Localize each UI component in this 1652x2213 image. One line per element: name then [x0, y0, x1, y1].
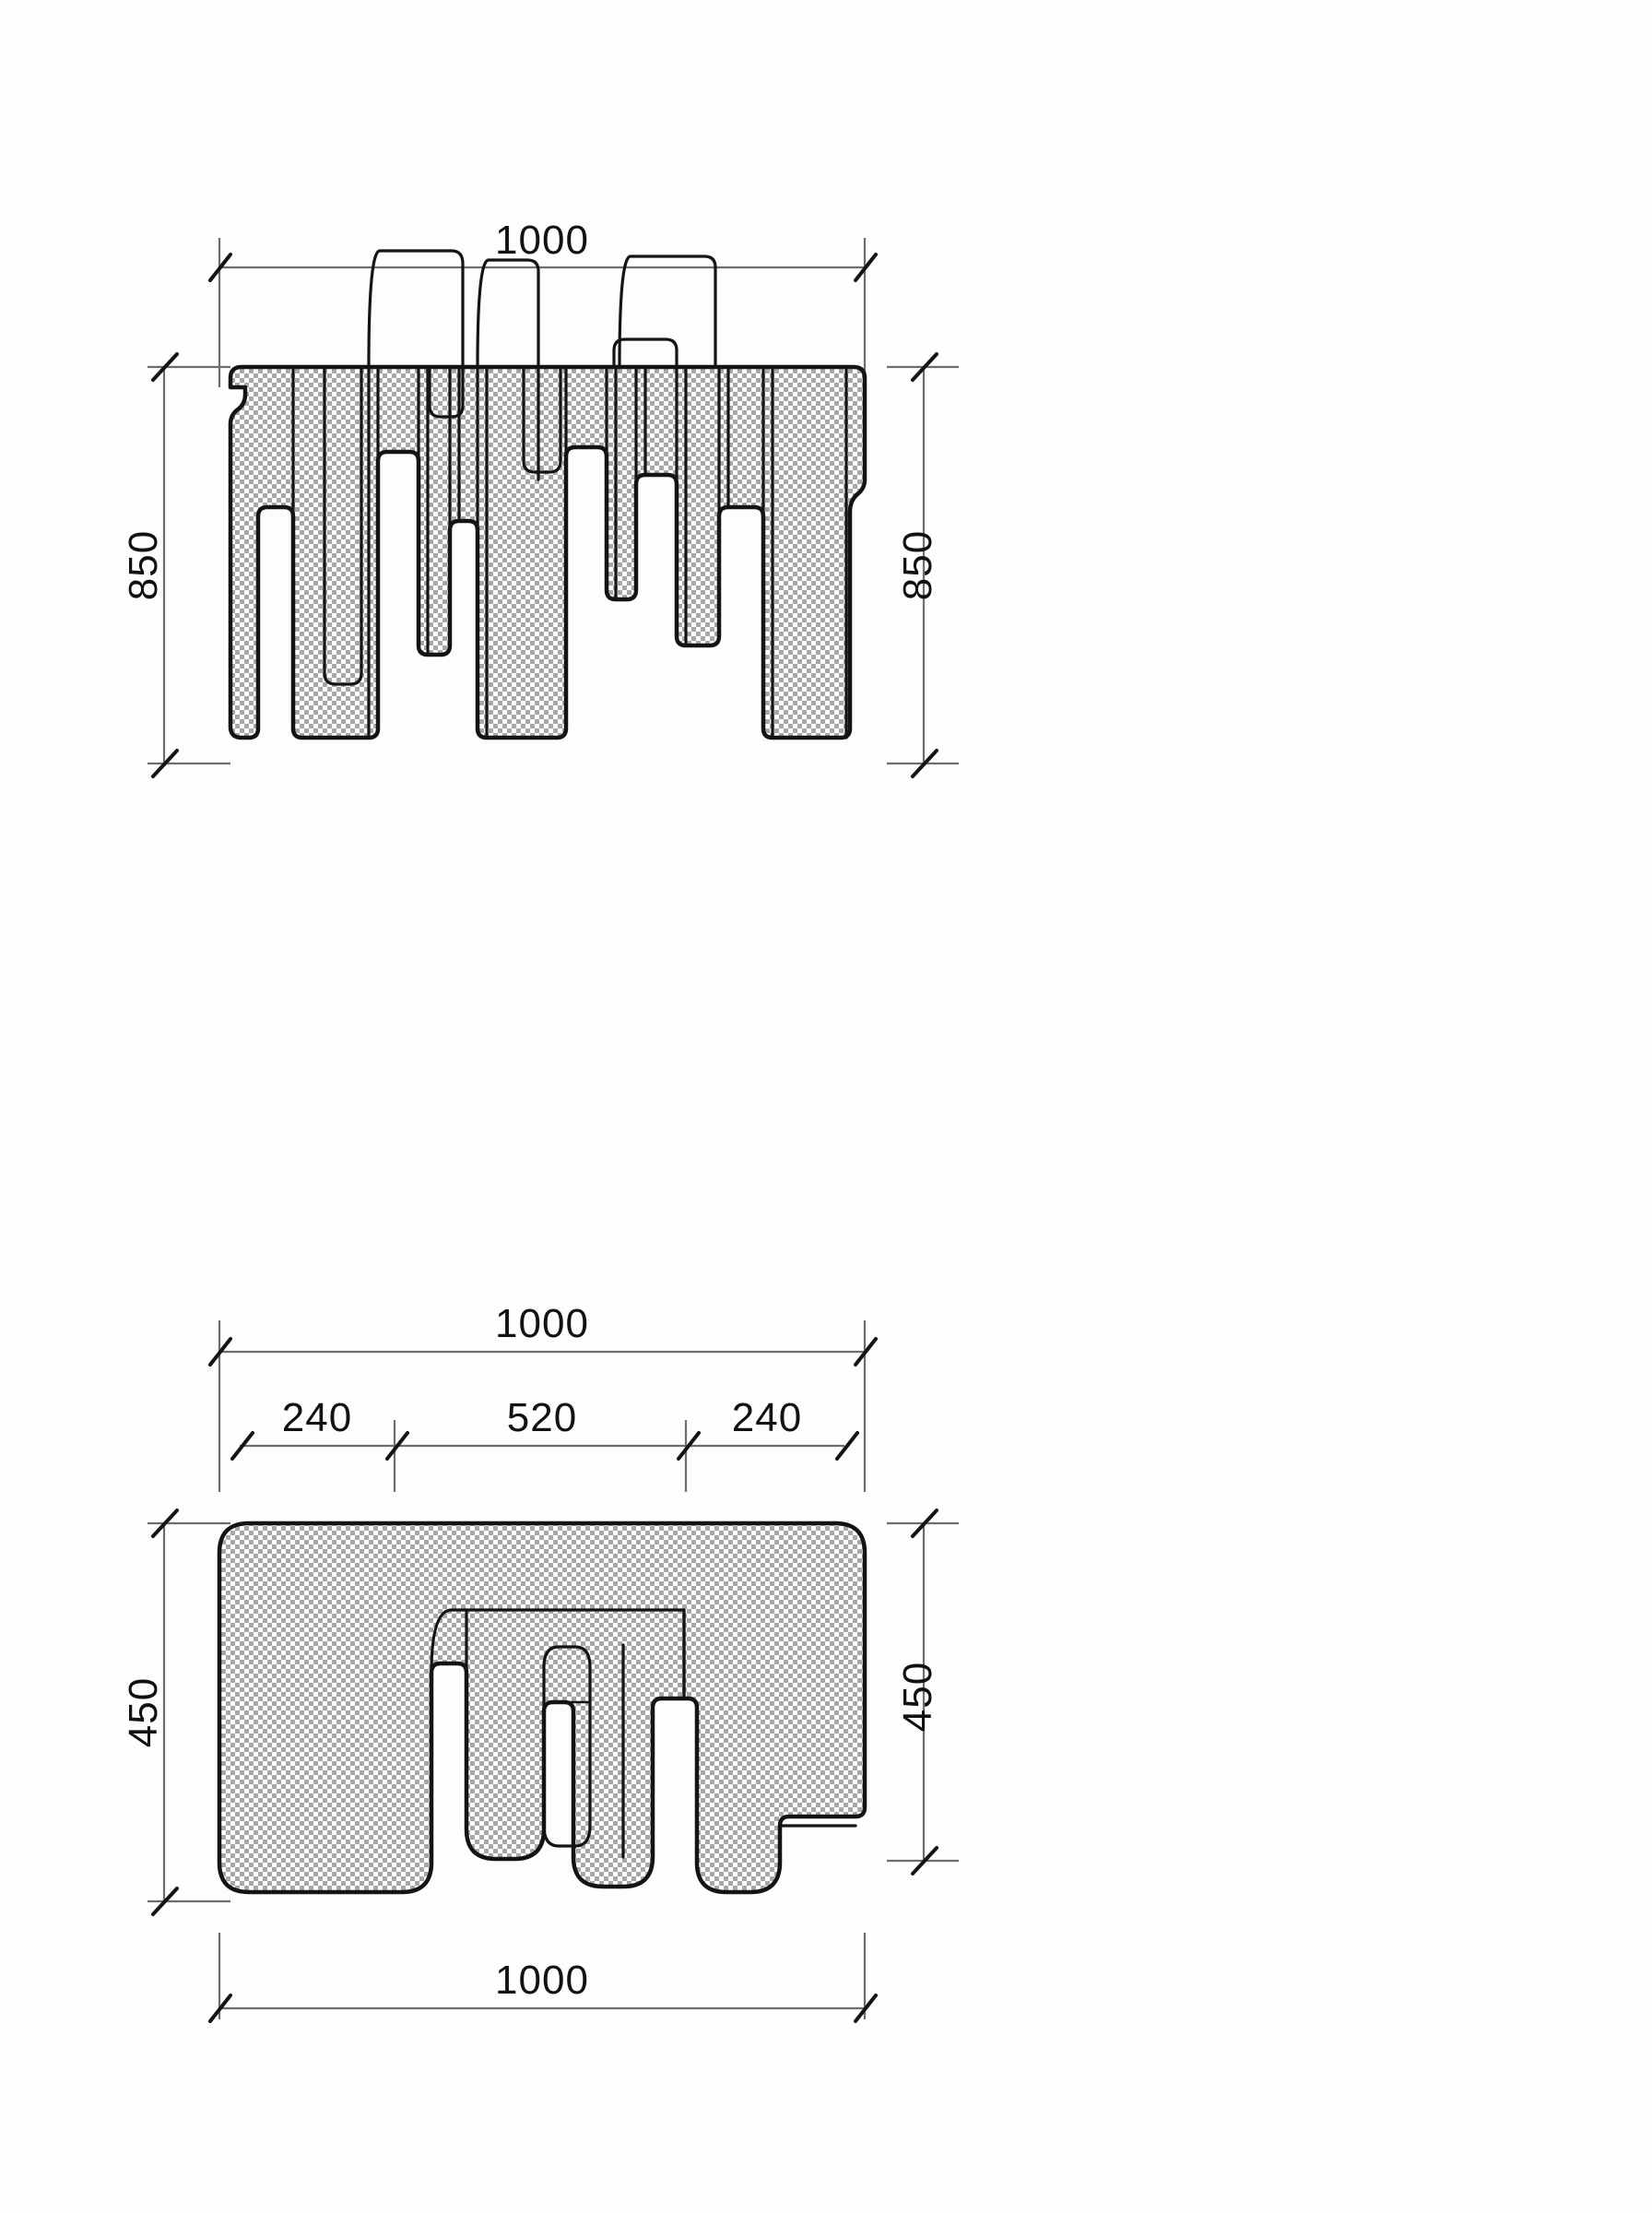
front-elevation-strip-tops	[367, 249, 717, 481]
dim-tick-seg-1	[385, 1431, 409, 1461]
front-elevation-internal-lines	[291, 365, 848, 740]
dim-label-plan-left-height: 450	[121, 1677, 166, 1747]
dim-label-top-width: 1000	[495, 218, 589, 263]
dim-tick-seg-start	[230, 1431, 254, 1461]
front-elevation-view: 1000 850 850	[121, 218, 959, 778]
dim-tick-plan-bottom-left	[208, 1994, 232, 2023]
dim-tick-plan-right-bottom	[911, 1846, 938, 1876]
plan-view-outline	[217, 1521, 867, 1895]
dim-tick-plan-top-left	[208, 1337, 232, 1367]
dim-tick-plan-left-bottom	[151, 1887, 179, 1916]
dim-tick-right-height-bottom	[911, 749, 938, 778]
dim-label-seg-1: 240	[282, 1395, 352, 1440]
dim-label-plan-width-bottom: 1000	[495, 1958, 589, 2003]
dim-label-seg-2: 520	[507, 1395, 577, 1440]
dim-tick-plan-left-top	[151, 1509, 179, 1538]
dim-tick-right-height-top	[911, 352, 938, 382]
dim-tick-left-height-top	[151, 352, 179, 382]
dim-tick-plan-bottom-right	[854, 1994, 878, 2023]
dim-label-plan-right-height: 450	[895, 1662, 940, 1732]
plan-view-internal-lines	[430, 1608, 857, 1864]
plan-view: 1000 240 520 240 450 450 1000	[121, 1301, 959, 2023]
dim-tick-seg-2	[677, 1431, 701, 1461]
dim-label-seg-3: 240	[732, 1395, 802, 1440]
dim-tick-plan-top-right	[854, 1337, 878, 1367]
dim-tick-plan-right-top	[911, 1509, 938, 1538]
dim-tick-seg-end	[835, 1431, 859, 1461]
dim-tick-top-right	[854, 253, 878, 282]
dim-tick-left-height-bottom	[151, 749, 179, 778]
dim-tick-top-left	[208, 253, 232, 282]
dim-label-left-height: 850	[121, 530, 166, 600]
dim-label-plan-width-top: 1000	[495, 1301, 589, 1346]
dim-label-right-height: 850	[895, 530, 940, 600]
